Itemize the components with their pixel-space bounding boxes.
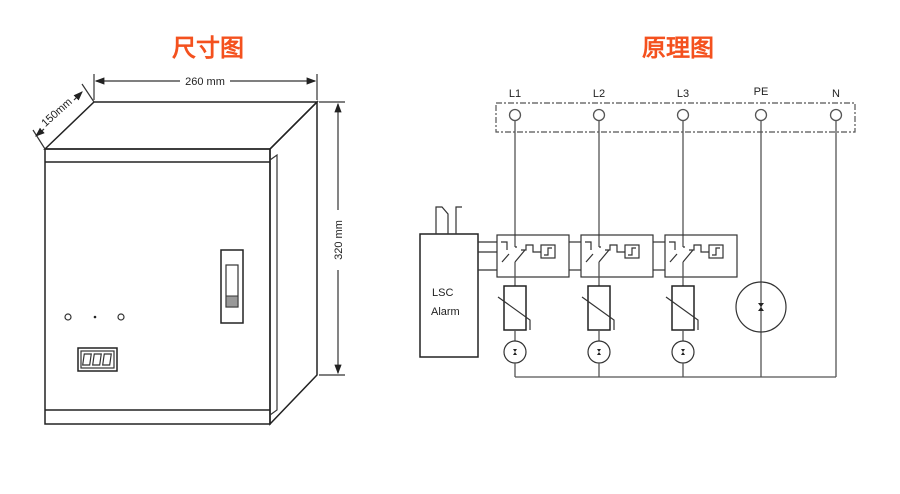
terminal-pe-icon [754,108,768,122]
terminal-block-outline [495,102,856,133]
digital-display [77,347,118,372]
schematic-diagram: L1 L2 L3 PE N [419,86,856,378]
terminal-label-l3: L3 [677,88,689,100]
varistor-icon [671,285,695,331]
terminal-label-n: N [832,88,840,100]
terminal-label-l1: L1 [509,88,521,100]
terminal-labels: L1 L2 L3 PE N [509,86,840,100]
schematic-title: 原理图 [642,34,714,62]
indicator-light-icon [64,313,72,321]
lsc-alarm-module: LSC Alarm [419,206,497,358]
enclosure-front-face [44,148,271,425]
varistor-icon [587,285,611,331]
indicator-light-icon [117,313,125,321]
lsc-label: LSC [432,287,453,299]
depth-dimension-label: 150mm [39,96,74,129]
terminal-n-icon [829,108,843,122]
terminal-label-l2: L2 [593,88,605,100]
enclosure-drawing: 260 mm 320 mm 150mm [32,74,345,426]
surge-protection-module-l1 [496,108,570,377]
terminal-icon [508,108,522,122]
height-dimension-label: 320 mm [333,220,345,260]
dimension-drawing-title: 尺寸图 [172,34,244,62]
gas-discharge-tube-icon [735,281,787,333]
indicator-dot-icon [93,315,97,319]
alarm-label: Alarm [431,306,460,318]
terminal-icon [676,108,690,122]
width-dimension-label: 260 mm [185,76,225,88]
surge-protection-module-l2 [580,108,654,377]
varistor-icon [503,285,527,331]
terminal-icon [592,108,606,122]
surge-protection-module-l3 [664,108,738,377]
door-handle [220,249,244,324]
terminal-label-pe: PE [754,86,769,98]
